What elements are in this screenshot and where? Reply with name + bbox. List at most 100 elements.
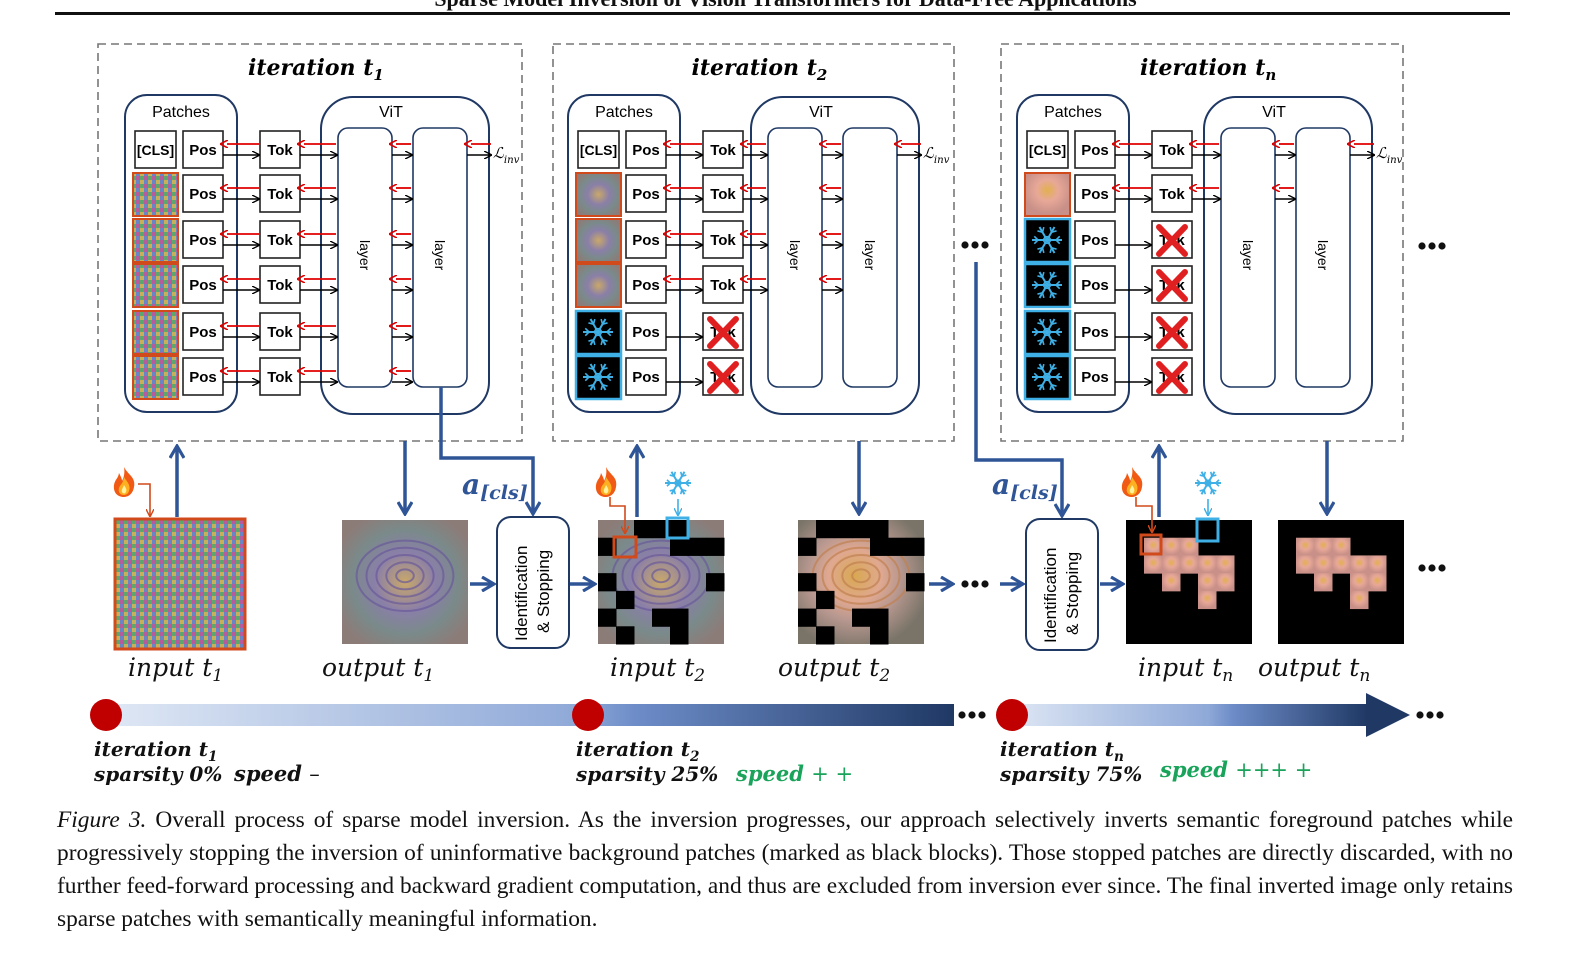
tok-label: Tok xyxy=(710,142,736,159)
cls-label: [CLS] xyxy=(580,142,617,158)
timeline-dot xyxy=(90,699,122,731)
pos-embedding-box xyxy=(182,265,224,304)
snowflake-icon xyxy=(583,318,613,346)
retained-patch xyxy=(1162,537,1181,556)
snowflake-branch xyxy=(606,376,612,382)
snowflake-branch xyxy=(1049,339,1053,346)
snowflake-branch xyxy=(666,482,671,487)
snowflake-branch xyxy=(1037,292,1043,295)
active-patch-noise xyxy=(132,172,179,217)
active-patch-rose xyxy=(575,218,622,263)
image-caption: output t2 xyxy=(778,653,890,686)
snowflake-branch xyxy=(588,322,594,325)
snowflake-arm xyxy=(1046,284,1056,299)
loss-label: ℒinv xyxy=(923,144,950,166)
snowflake-branch xyxy=(600,318,604,325)
pos-label: Pos xyxy=(1081,277,1109,294)
rose-petal xyxy=(831,554,891,598)
pos-label: Pos xyxy=(189,369,217,386)
tok-label: Tok xyxy=(1159,186,1185,203)
image-input-t2: input t2 xyxy=(598,520,725,686)
snowflake-branch xyxy=(1215,482,1220,487)
ellipsis-dot xyxy=(961,241,969,249)
stopped-patch xyxy=(798,608,817,627)
snowflake-branch xyxy=(1049,271,1053,278)
snowflake-icon xyxy=(1032,226,1062,254)
snowflake-arm xyxy=(597,363,607,378)
milestone-title: iteration t1 xyxy=(94,737,217,765)
snowflake-branch xyxy=(600,384,604,391)
snowflake-branch xyxy=(1041,318,1045,325)
retained-patch xyxy=(1296,555,1315,574)
stop-box-border xyxy=(496,516,570,649)
timeline-ellipsis-dot xyxy=(978,711,986,719)
pos-embedding-box xyxy=(1074,265,1116,304)
snowflake-arm xyxy=(589,376,599,391)
pos-label: Pos xyxy=(632,232,660,249)
snowflake-arm xyxy=(589,318,599,333)
retained-patch xyxy=(1296,537,1315,556)
snowflake-branch xyxy=(673,471,677,477)
image-caption: input t2 xyxy=(610,653,705,686)
tok-label: Tok xyxy=(710,186,736,203)
discard-x-icon xyxy=(1156,361,1188,394)
image-caption: input t1 xyxy=(128,653,223,686)
retained-patch xyxy=(1216,555,1235,574)
cls-token-box xyxy=(134,130,177,169)
attention-cls-label: a[cls] xyxy=(462,468,528,504)
fire-icon xyxy=(1121,467,1143,497)
stopped-patch xyxy=(870,520,889,539)
snowflake-branch xyxy=(1051,275,1057,278)
snowflake-branch xyxy=(1209,471,1213,477)
stopped-patch xyxy=(634,520,653,539)
stopped-patch xyxy=(616,626,635,645)
active-patch-noise xyxy=(132,263,179,308)
snowflake-branch xyxy=(1055,372,1061,378)
retained-patch xyxy=(1198,590,1217,610)
fire-connector xyxy=(138,483,150,516)
snowflake-branch xyxy=(1055,327,1061,333)
vit-group xyxy=(750,96,920,415)
retained-patch xyxy=(1350,590,1369,610)
snowflake-branch xyxy=(1055,284,1061,290)
panel-dashed-border xyxy=(552,43,955,442)
snowflake-branch xyxy=(1041,271,1045,278)
retained-patch xyxy=(1314,537,1333,556)
pos-embedding-box xyxy=(625,130,667,169)
snowflake-arm xyxy=(597,318,607,333)
timeline-ellipsis-dot xyxy=(968,711,976,719)
caption-label: Figure 3. xyxy=(57,807,147,833)
snowflake-branch xyxy=(666,479,671,484)
snowflake-branch xyxy=(1051,292,1057,295)
tokenizer-box xyxy=(1151,174,1193,213)
ellipsis-dot xyxy=(981,241,989,249)
snowflake-branch xyxy=(1055,331,1061,337)
snowflake-icon xyxy=(1032,363,1062,391)
snowflake-branch xyxy=(1033,280,1039,286)
snowflake-branch xyxy=(1049,318,1053,325)
stopped-patch xyxy=(870,626,889,645)
pos-embedding-box xyxy=(1074,130,1116,169)
retained-patch xyxy=(1332,555,1351,574)
stopped-patch xyxy=(616,590,635,610)
stop-box-label-line1: Identification xyxy=(1041,548,1060,643)
transformer-layer-2 xyxy=(1295,127,1351,388)
ellipsis-dot xyxy=(971,241,979,249)
snowflake-branch xyxy=(1033,331,1039,337)
discard-x-icon xyxy=(1156,316,1188,349)
ice-patch-highlight xyxy=(665,516,690,540)
image-canvas xyxy=(116,520,244,648)
tok-label: Tok xyxy=(267,324,293,341)
retained-patch xyxy=(1314,573,1333,592)
retained-patch xyxy=(1350,573,1369,592)
stopped-patch xyxy=(798,537,817,556)
retained-patch xyxy=(1180,555,1199,574)
snowflake-branch xyxy=(673,489,677,495)
rose-petal xyxy=(851,568,871,584)
snowflake-branch xyxy=(1055,280,1061,286)
timeline-bar-segment-1 xyxy=(118,704,954,726)
